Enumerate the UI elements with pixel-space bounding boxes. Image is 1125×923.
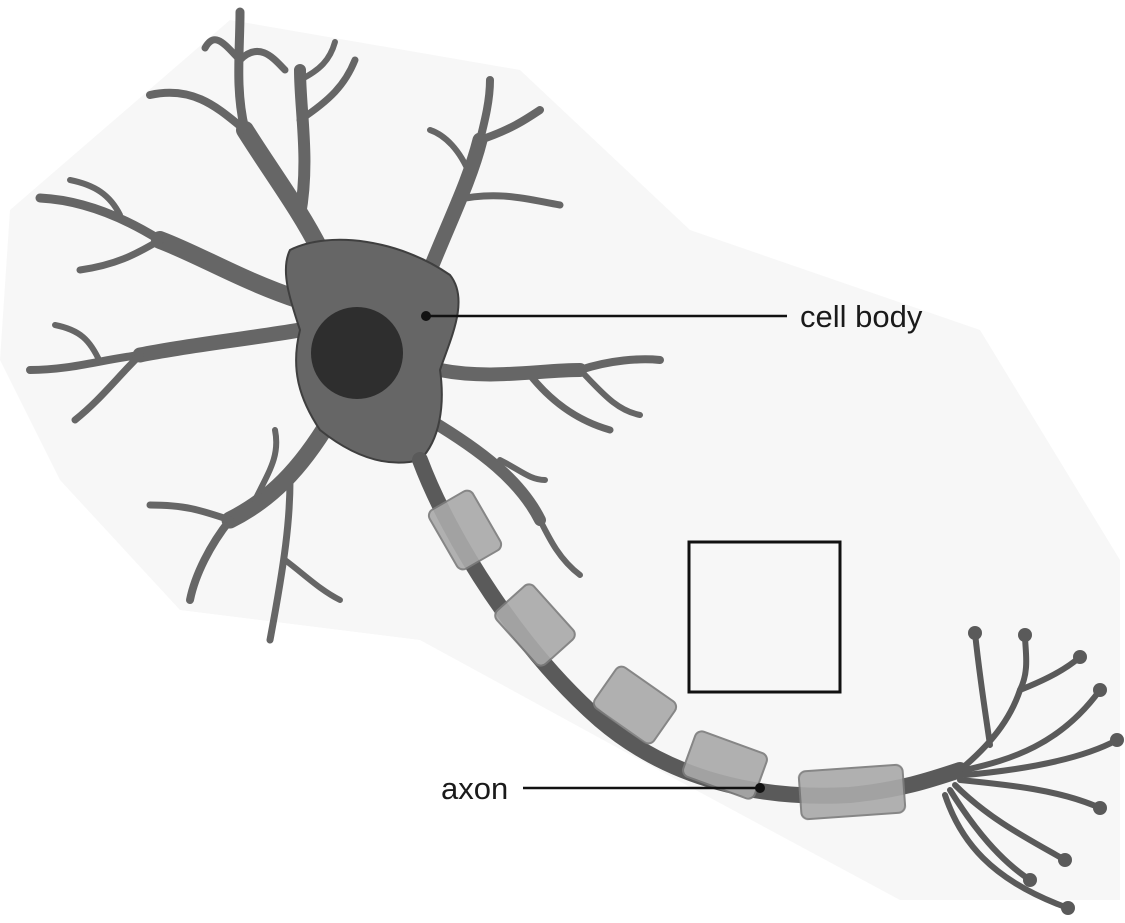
nucleus	[311, 307, 403, 399]
cell-body-label: cell body	[800, 299, 923, 334]
axon-label: axon	[441, 771, 508, 806]
cell-body-pointer-dot	[421, 311, 431, 321]
axon-pointer-dot	[755, 783, 765, 793]
